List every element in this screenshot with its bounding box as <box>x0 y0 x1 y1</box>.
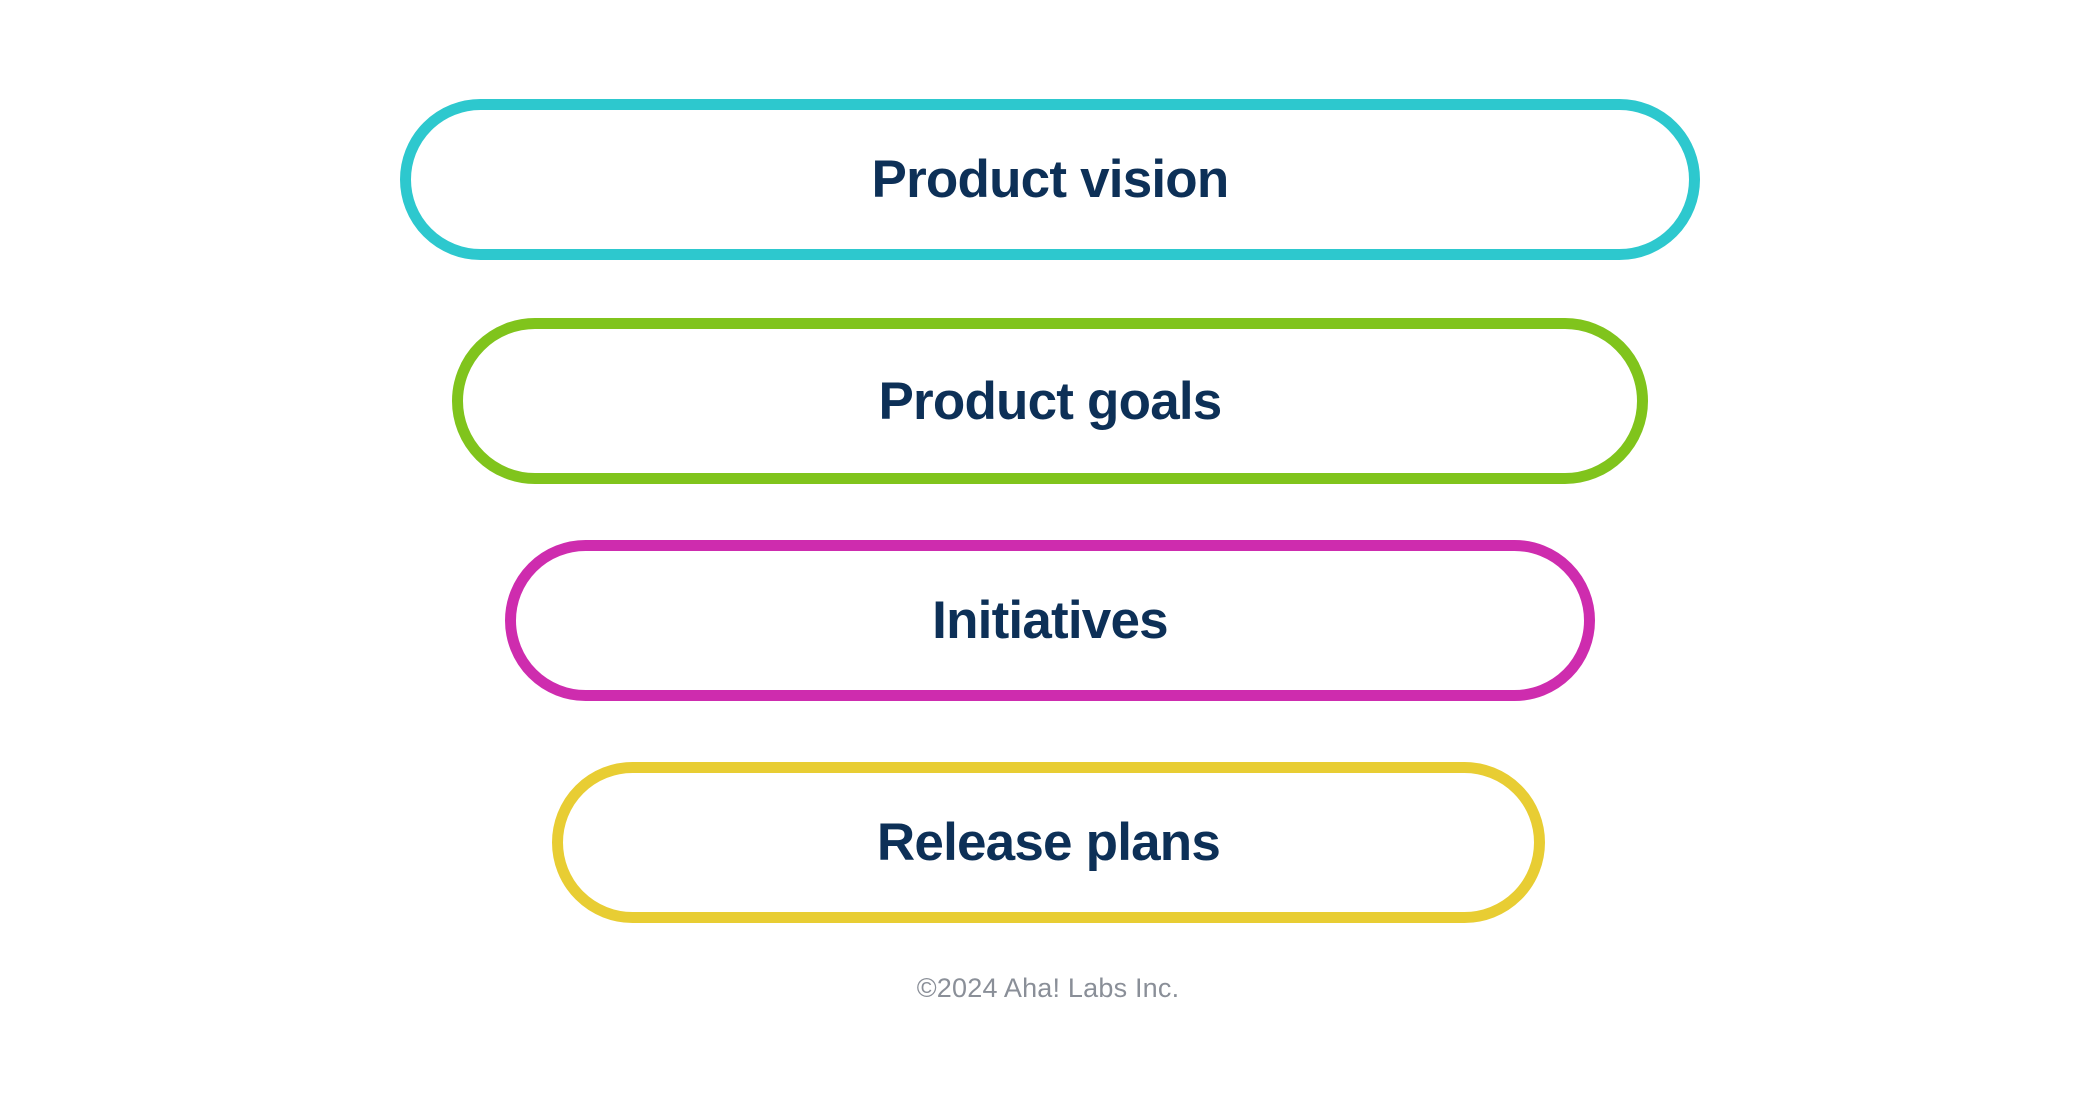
copyright-text: ©2024 Aha! Labs Inc. <box>916 973 1180 1003</box>
funnel-pill-label-initiatives: Initiatives <box>932 591 1168 650</box>
funnel-pill-initiatives[interactable]: Initiatives <box>505 540 1595 701</box>
funnel-pill-product-vision[interactable]: Product vision <box>400 99 1700 260</box>
funnel-pill-label-product-vision: Product vision <box>871 150 1230 209</box>
funnel-pill-release-plans[interactable]: Release plans <box>552 762 1545 923</box>
funnel-pill-product-goals[interactable]: Product goals <box>452 318 1648 484</box>
funnel-pill-label-release-plans: Release plans <box>876 813 1221 872</box>
footer: ©2024 Aha! Labs Inc. <box>0 972 2096 1004</box>
funnel-stack: Product vision Product goals Initiatives… <box>400 99 1700 923</box>
funnel-pill-label-product-goals: Product goals <box>878 371 1223 431</box>
